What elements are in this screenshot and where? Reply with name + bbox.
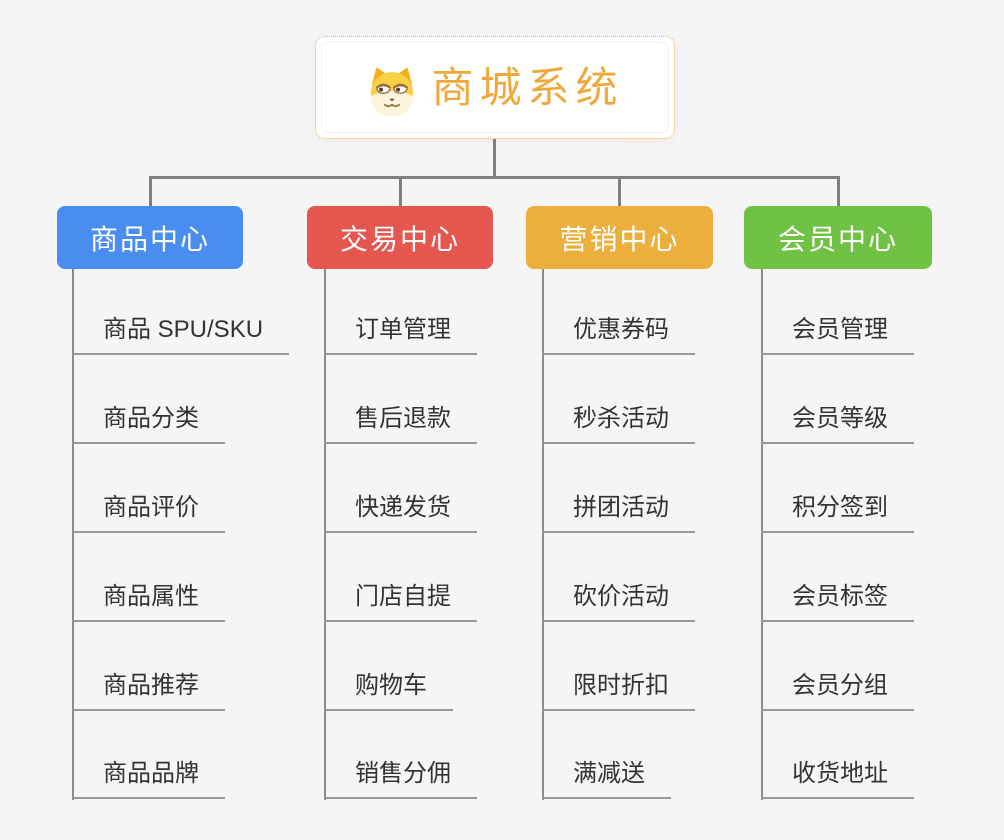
branch-node-trade-center[interactable]: 交易中心 bbox=[307, 206, 493, 269]
leaf-node[interactable]: 满减送 bbox=[542, 758, 671, 799]
connector-column-line bbox=[324, 269, 326, 800]
leaf-node[interactable]: 秒杀活动 bbox=[542, 403, 695, 444]
leaf-node[interactable]: 会员管理 bbox=[761, 314, 914, 355]
dog-face-icon bbox=[366, 64, 418, 116]
leaf-node[interactable]: 商品推荐 bbox=[72, 670, 225, 711]
connector-drop bbox=[399, 176, 402, 207]
leaf-node[interactable]: 订单管理 bbox=[324, 314, 477, 355]
branch-node-member-center[interactable]: 会员中心 bbox=[744, 206, 932, 269]
leaf-node[interactable]: 商品分类 bbox=[72, 403, 225, 444]
leaf-node[interactable]: 会员等级 bbox=[761, 403, 914, 444]
connector-column-line bbox=[542, 269, 544, 800]
connector-horizontal bbox=[149, 176, 840, 179]
leaf-node[interactable]: 商品评价 bbox=[72, 492, 225, 533]
leaf-node[interactable]: 销售分佣 bbox=[324, 758, 477, 799]
leaf-node[interactable]: 购物车 bbox=[324, 670, 453, 711]
leaf-node[interactable]: 商品属性 bbox=[72, 581, 225, 622]
connector-column-line bbox=[761, 269, 763, 800]
connector-drop bbox=[149, 176, 152, 207]
branch-node-goods-center[interactable]: 商品中心 bbox=[57, 206, 243, 269]
leaf-node[interactable]: 收货地址 bbox=[761, 758, 914, 799]
connector-column-line bbox=[72, 269, 74, 800]
leaf-node[interactable]: 快递发货 bbox=[324, 492, 477, 533]
leaf-node[interactable]: 砍价活动 bbox=[542, 581, 695, 622]
leaf-node[interactable]: 商品品牌 bbox=[72, 758, 225, 799]
leaf-node[interactable]: 会员标签 bbox=[761, 581, 914, 622]
connector-root-stub bbox=[493, 139, 496, 179]
root-node[interactable]: 商城系统 bbox=[315, 36, 675, 139]
leaf-node[interactable]: 商品 SPU/SKU bbox=[72, 314, 290, 355]
leaf-node[interactable]: 积分签到 bbox=[761, 492, 914, 533]
leaf-node[interactable]: 拼团活动 bbox=[542, 492, 695, 533]
root-label: 商城系统 bbox=[431, 63, 624, 111]
leaf-node[interactable]: 售后退款 bbox=[324, 403, 477, 444]
connector-drop bbox=[618, 176, 621, 207]
leaf-node[interactable]: 会员分组 bbox=[761, 670, 914, 711]
connector-drop bbox=[837, 176, 840, 207]
leaf-node[interactable]: 门店自提 bbox=[324, 581, 477, 622]
leaf-node[interactable]: 优惠券码 bbox=[542, 314, 695, 355]
branch-node-marketing-center[interactable]: 营销中心 bbox=[526, 206, 713, 269]
leaf-node[interactable]: 限时折扣 bbox=[542, 670, 695, 711]
